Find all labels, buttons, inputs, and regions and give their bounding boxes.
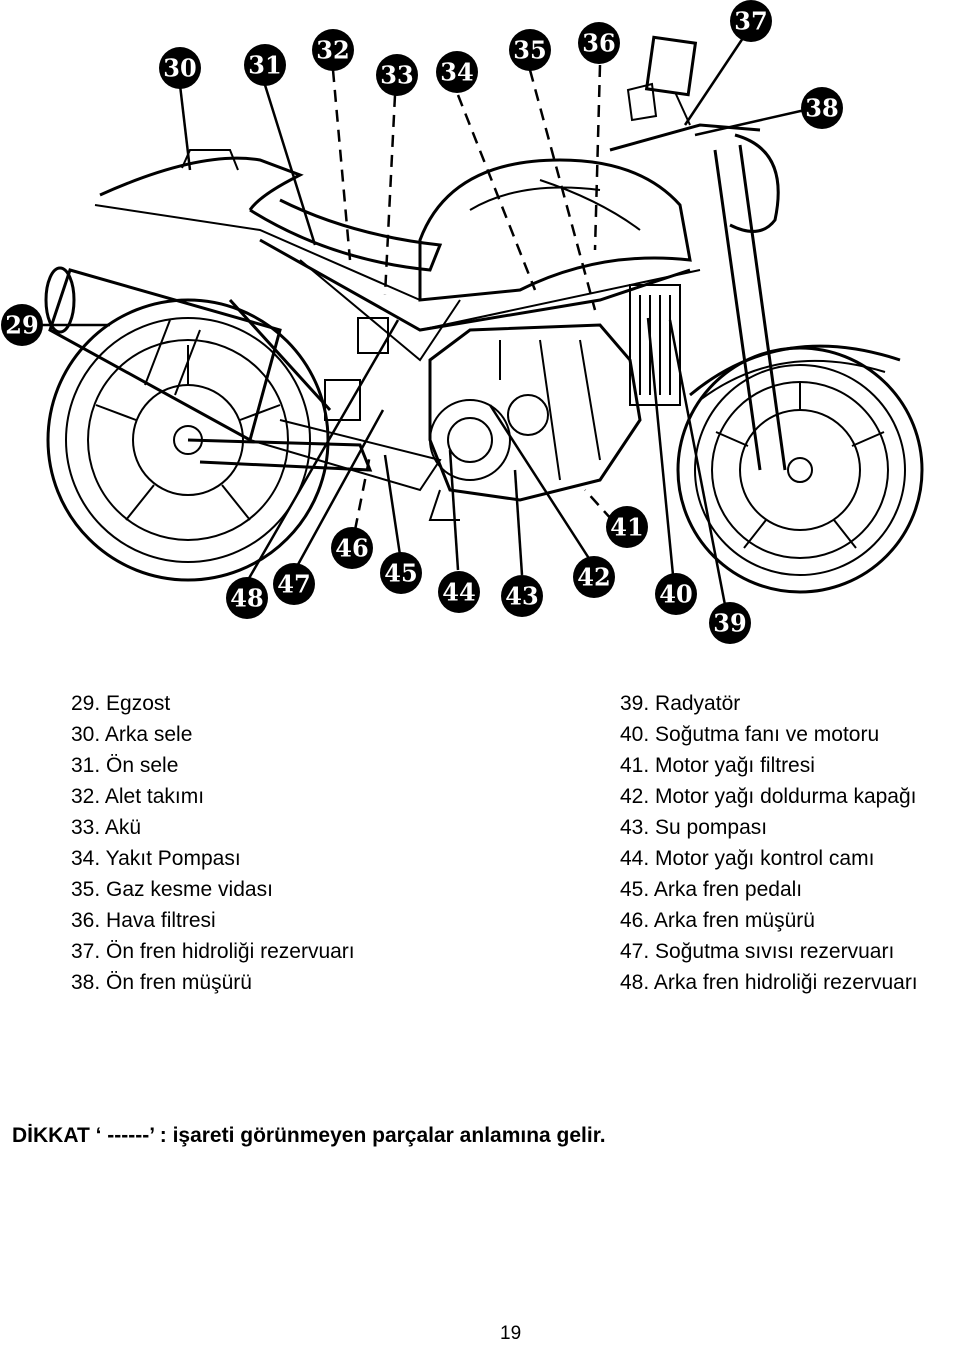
legend-item: 34. Yakıt Pompası (71, 847, 241, 870)
callout-29: 29 (1, 304, 43, 346)
callout-label: 33 (380, 61, 413, 90)
legend-item: 42. Motor yağı doldurma kapağı (620, 785, 917, 808)
motorcycle-parts-diagram: 29 30 31 32 33 34 35 36 37 38 39 40 41 4… (1, 0, 924, 644)
legend-item: 43. Su pompası (620, 816, 768, 839)
legend-item: 44. Motor yağı kontrol camı (620, 847, 875, 870)
callout-label: 36 (582, 29, 615, 58)
callout-label: 40 (659, 580, 692, 609)
callout-label: 37 (734, 7, 767, 36)
callout-label: 47 (277, 570, 310, 599)
callout-label: 38 (805, 94, 838, 123)
callout-label: 43 (505, 582, 538, 611)
page-number: 19 (500, 1323, 522, 1344)
callout-36: 36 (578, 22, 620, 64)
leader-lines (42, 34, 806, 606)
callout-44: 44 (438, 571, 480, 613)
callout-42: 42 (573, 556, 615, 598)
parts-legend-left: 29. Egzost 30. Arka sele 31. Ön sele 32.… (71, 688, 355, 998)
callout-label: 32 (316, 36, 349, 65)
callout-label: 41 (610, 513, 643, 542)
callout-32: 32 (312, 29, 354, 71)
callout-30: 30 (159, 47, 201, 89)
motorcycle-illustration (44, 35, 924, 594)
warning-note: DİKKAT ‘ ------’ : işareti görünmeyen pa… (12, 1124, 606, 1147)
callout-45: 45 (380, 552, 422, 594)
callout-label: 31 (248, 51, 281, 80)
callout-label: 30 (163, 54, 196, 83)
callout-47: 47 (273, 563, 315, 605)
callout-label: 35 (513, 36, 546, 65)
callout-label: 44 (442, 578, 475, 607)
legend-item: 41. Motor yağı filtresi (620, 754, 815, 777)
legend-item: 45. Arka fren pedalı (620, 878, 803, 901)
exhaust (44, 266, 442, 492)
callout-label: 39 (713, 609, 746, 638)
callout-41: 41 (606, 506, 648, 548)
callout-33: 33 (376, 54, 418, 96)
legend-item: 31. Ön sele (71, 754, 179, 777)
legend-item: 29. Egzost (71, 692, 171, 715)
callout-label: 46 (335, 534, 368, 563)
callout-34: 34 (436, 51, 478, 93)
callout-31: 31 (244, 44, 286, 86)
callout-43: 43 (501, 575, 543, 617)
legend-item: 33. Akü (71, 816, 142, 839)
legend-item: 38. Ön fren müşürü (71, 971, 252, 994)
legend-item: 40. Soğutma fanı ve motoru (620, 723, 880, 746)
callout-label: 45 (384, 559, 417, 588)
callout-38: 38 (801, 87, 843, 129)
legend-item: 30. Arka sele (71, 723, 193, 746)
legend-item: 35. Gaz kesme vidası (71, 878, 273, 901)
legend-item: 32. Alet takımı (71, 785, 205, 808)
callout-39: 39 (709, 602, 751, 644)
callout-label: 34 (440, 58, 473, 87)
callout-label: 29 (5, 311, 38, 340)
legend-item: 37. Ön fren hidroliği rezervuarı (71, 940, 355, 963)
callout-46: 46 (331, 527, 373, 569)
parts-legend-right: 39. Radyatör 40. Soğutma fanı ve motoru … (620, 688, 918, 998)
legend-item: 39. Radyatör (620, 692, 741, 715)
legend-item: 48. Arka fren hidroliği rezervuarı (620, 971, 918, 994)
legend-item: 47. Soğutma sıvısı rezervuarı (620, 940, 895, 963)
callout-label: 42 (577, 563, 610, 592)
callout-48: 48 (226, 577, 268, 619)
callout-37: 37 (730, 0, 772, 42)
legend-item: 36. Hava filtresi (71, 909, 216, 932)
callout-40: 40 (655, 573, 697, 615)
callout-35: 35 (509, 29, 551, 71)
front-wheel (676, 346, 924, 594)
legend-item: 46. Arka fren müşürü (620, 909, 815, 932)
callout-label: 48 (230, 584, 263, 613)
